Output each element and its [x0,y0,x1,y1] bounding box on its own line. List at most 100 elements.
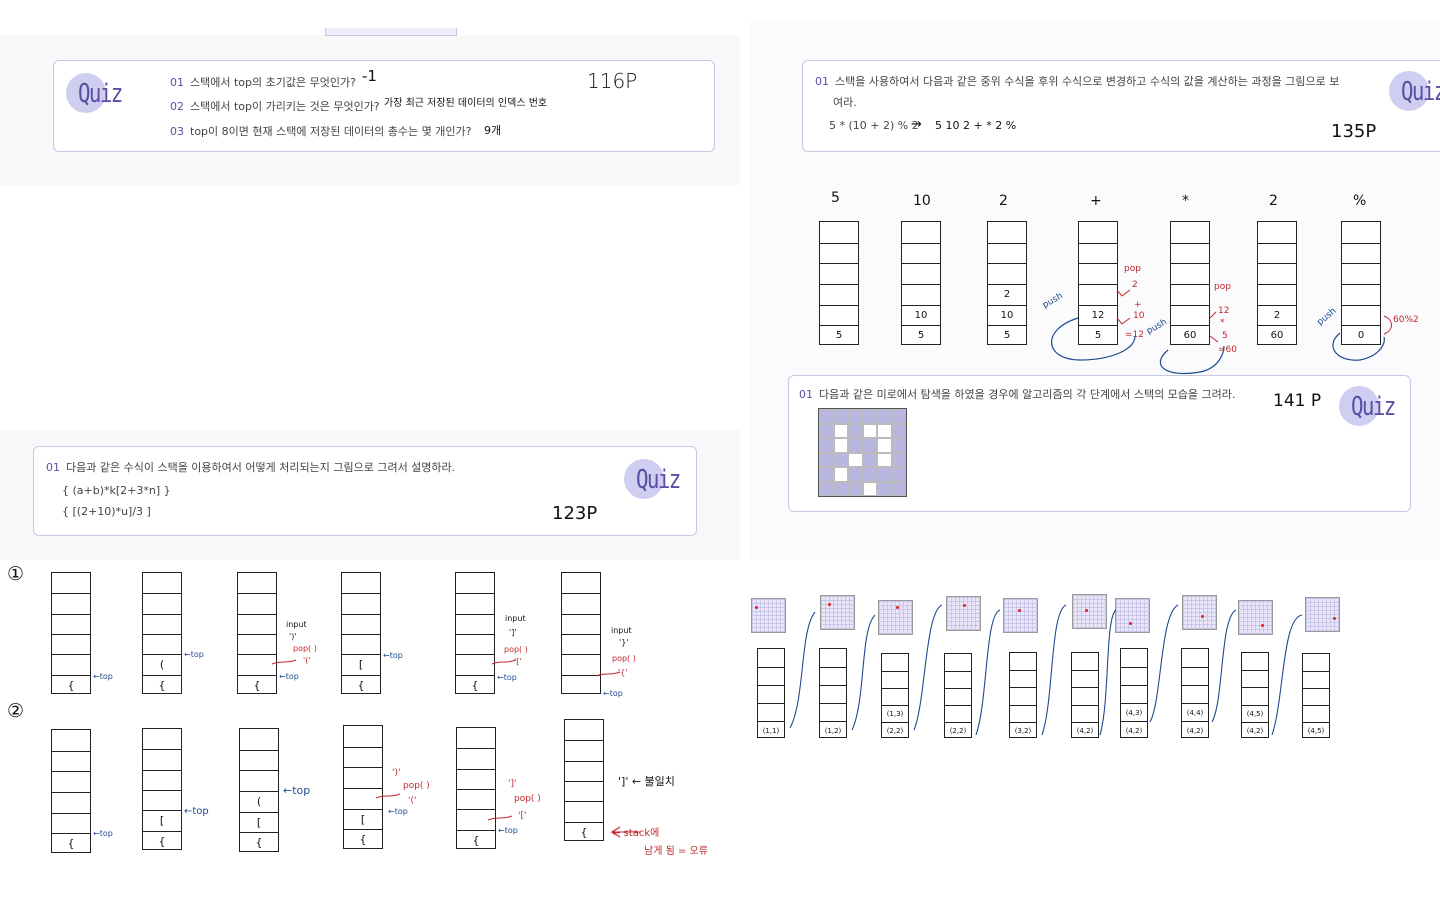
page-reference: 123P [552,503,598,524]
maze-step-stack: (4,4)(4,2) [1181,648,1209,738]
note-char: '[' [514,657,522,666]
stack-cell [882,688,908,705]
stack-cell: { [143,830,181,851]
quiz-badge-text: Quiz [636,465,681,495]
maze-step-stack: (4,3)(4,2) [1120,648,1148,738]
note-plus: + [1134,300,1142,310]
stack-cell [562,573,600,593]
stack-cell [1342,242,1380,264]
stack-cell [344,767,382,788]
top-pointer: ←top [603,689,623,698]
maze-cell [833,409,848,424]
maze-step-thumbnail [1115,598,1150,633]
token-label: 2 [1269,193,1278,209]
conversion-arrow: → [911,117,922,132]
maze-cell [848,409,863,424]
stack-cell [456,613,494,634]
note-modulo: 60%2 [1393,315,1419,325]
stack-cell [456,654,494,674]
note-input: input [286,620,307,629]
maze-cell [819,438,834,453]
maze-cell [877,409,892,424]
stack-cell [1303,705,1329,722]
stack-cell [1342,263,1380,284]
stack-cell [820,222,858,243]
stack-cell [1258,222,1296,243]
maze-cell [819,452,834,467]
maze-cell [862,438,877,453]
maze-cell [877,467,892,482]
stack-cell [238,654,276,674]
stack-cell [902,222,940,243]
stack-cell [52,730,90,751]
stack-cell [52,654,90,674]
stack-cell: [ [240,811,278,833]
question-number: 01 [815,75,829,88]
stack-cell [342,613,380,634]
stack-cell: [ [344,808,382,830]
stack-cell [820,703,846,721]
current-position-marker [896,606,899,609]
maze-step-stack: (3,2) [1009,652,1037,738]
current-position-marker [828,603,831,606]
answer-3: 9개 [484,124,502,137]
row-marker-2: ② [7,700,25,722]
stack-cell [902,284,940,305]
stack-cell: 10 [902,304,940,326]
question-text: 스택에서 top의 초기값은 무엇인가? [190,76,356,89]
quiz-badge-text: Quiz [78,79,123,109]
question-text: top이 8이면 현재 스택에 저장된 데이터의 총수는 몇 개인가? [190,125,472,138]
stack-cell: 2 [1258,304,1296,326]
stack-cell: (2,2) [882,722,908,739]
stack-cell [1182,667,1208,685]
top-pointer: ←top [388,807,408,816]
stack-cell [1242,687,1268,704]
question-text: 다음과 같은 수식이 스택을 이용하여서 어떻게 처리되는지 그림으로 그려서 … [66,461,456,474]
note-pop: pop( ) [514,794,541,804]
note-pop: pop( ) [293,644,317,653]
stack-cell [1121,685,1147,703]
stack-cell [820,304,858,326]
maze-grid [818,408,907,497]
row-marker-1: ① [7,563,25,585]
stack-cell [1072,704,1098,722]
bracket-stack: { [564,719,604,841]
maze-cell [891,452,906,467]
stack-cell [456,634,494,654]
stack-cell [820,667,846,685]
stack-cell: { [342,674,380,695]
token-label: 10 [913,193,931,209]
bracket-stack: { [51,729,91,853]
stack-cell: { [344,829,382,850]
stack-cell [1303,671,1329,688]
maze-cell [848,481,863,496]
quiz-badge-circle [1389,71,1429,111]
stack-cell [945,671,971,688]
current-position-marker [755,606,758,609]
question-number: 01 [799,388,813,401]
stack-cell [457,728,495,748]
maze-cell [862,409,877,424]
leftover-note: 남게 됨 = 오류 [644,846,708,857]
stack-cell [562,674,600,695]
stack-cell [52,593,90,613]
stack-cell [52,792,90,813]
stack-cell: { [456,674,494,695]
stack-cell [565,720,603,740]
step-arrow [789,611,816,729]
stack-cell [945,705,971,722]
bracket-stack: { [51,572,91,694]
current-position-marker [1201,615,1204,618]
stack-cell [1010,653,1036,670]
stack-cell: { [143,674,181,695]
current-position-marker [1129,622,1132,625]
current-position-marker [1085,609,1088,612]
stack-cell: 60 [1258,325,1296,346]
note-result: =12 [1125,330,1144,340]
maze-cell [833,452,848,467]
maze-step-thumbnail [1305,597,1340,632]
